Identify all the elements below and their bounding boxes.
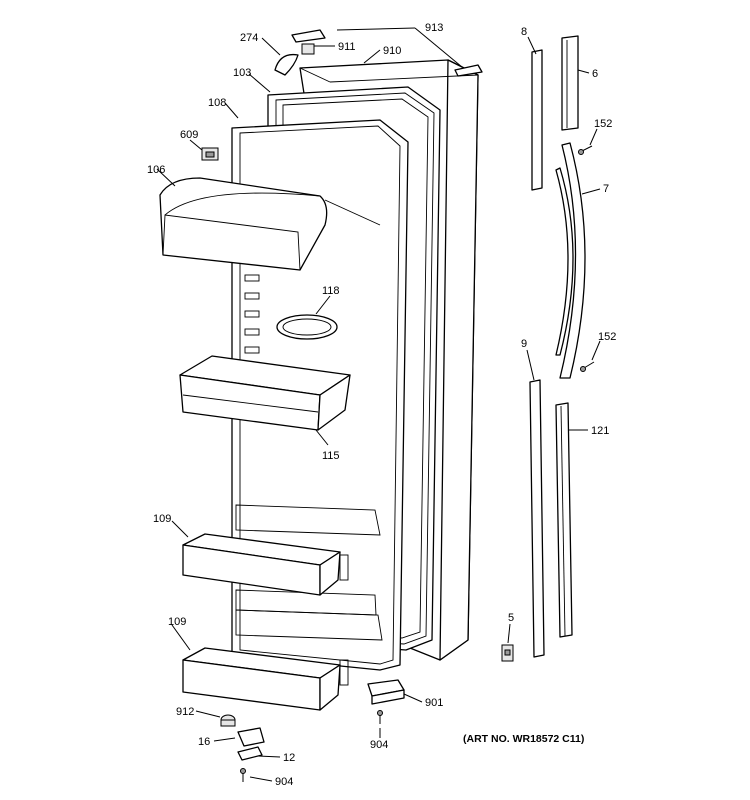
- label-913: 913: [425, 22, 443, 34]
- bushing-911: [301, 43, 315, 55]
- label-7: 7: [603, 183, 609, 195]
- screw-904-bottom: [240, 768, 246, 782]
- hinge-cover-913: [291, 29, 483, 77]
- handle-cover-6: [561, 35, 579, 131]
- label-106: 106: [147, 164, 165, 176]
- clip-5: [501, 644, 514, 662]
- label-109-upper: 109: [153, 513, 171, 525]
- label-8: 8: [521, 26, 527, 38]
- label-152-bottom: 152: [598, 331, 616, 343]
- door-bin-109-upper: [182, 533, 341, 596]
- art-number: (ART NO. WR18572 C11): [463, 733, 584, 745]
- cam-274: [274, 53, 299, 76]
- screw-904-mid: [377, 710, 383, 724]
- label-12: 12: [283, 752, 295, 764]
- nut-912: [220, 714, 236, 727]
- door-bin-109-lower: [182, 647, 341, 711]
- trim-8: [531, 49, 543, 191]
- label-910: 910: [383, 45, 401, 57]
- stop-901: [367, 679, 405, 705]
- door-bin-115: [179, 355, 351, 431]
- label-901: 901: [425, 697, 443, 709]
- label-904-mid: 904: [370, 739, 388, 751]
- screw-152-bottom: [580, 361, 595, 372]
- label-912: 912: [176, 706, 194, 718]
- hinge-16: [237, 727, 265, 747]
- label-9: 9: [521, 338, 527, 350]
- label-904-bottom: 904: [275, 776, 293, 788]
- label-118: 118: [322, 285, 340, 297]
- label-103: 103: [233, 67, 251, 79]
- label-609: 609: [180, 129, 198, 141]
- leader-lines: [156, 27, 601, 782]
- label-16: 16: [198, 736, 210, 748]
- trim-121: [555, 402, 573, 638]
- label-911: 911: [338, 41, 356, 53]
- label-108: 108: [208, 97, 226, 109]
- label-109-lower: 109: [168, 616, 186, 628]
- label-121: 121: [591, 425, 609, 437]
- trim-9: [529, 379, 545, 658]
- handle-7: [555, 142, 586, 379]
- switch-609: [201, 147, 219, 161]
- label-5: 5: [508, 612, 514, 624]
- screw-152-top: [578, 145, 593, 155]
- bracket-12: [237, 746, 263, 761]
- label-274: 274: [240, 32, 258, 44]
- label-115: 115: [322, 450, 340, 462]
- ring-118: [276, 314, 338, 340]
- dairy-cover: [159, 177, 328, 271]
- label-152-top: 152: [594, 118, 612, 130]
- label-6: 6: [592, 68, 598, 80]
